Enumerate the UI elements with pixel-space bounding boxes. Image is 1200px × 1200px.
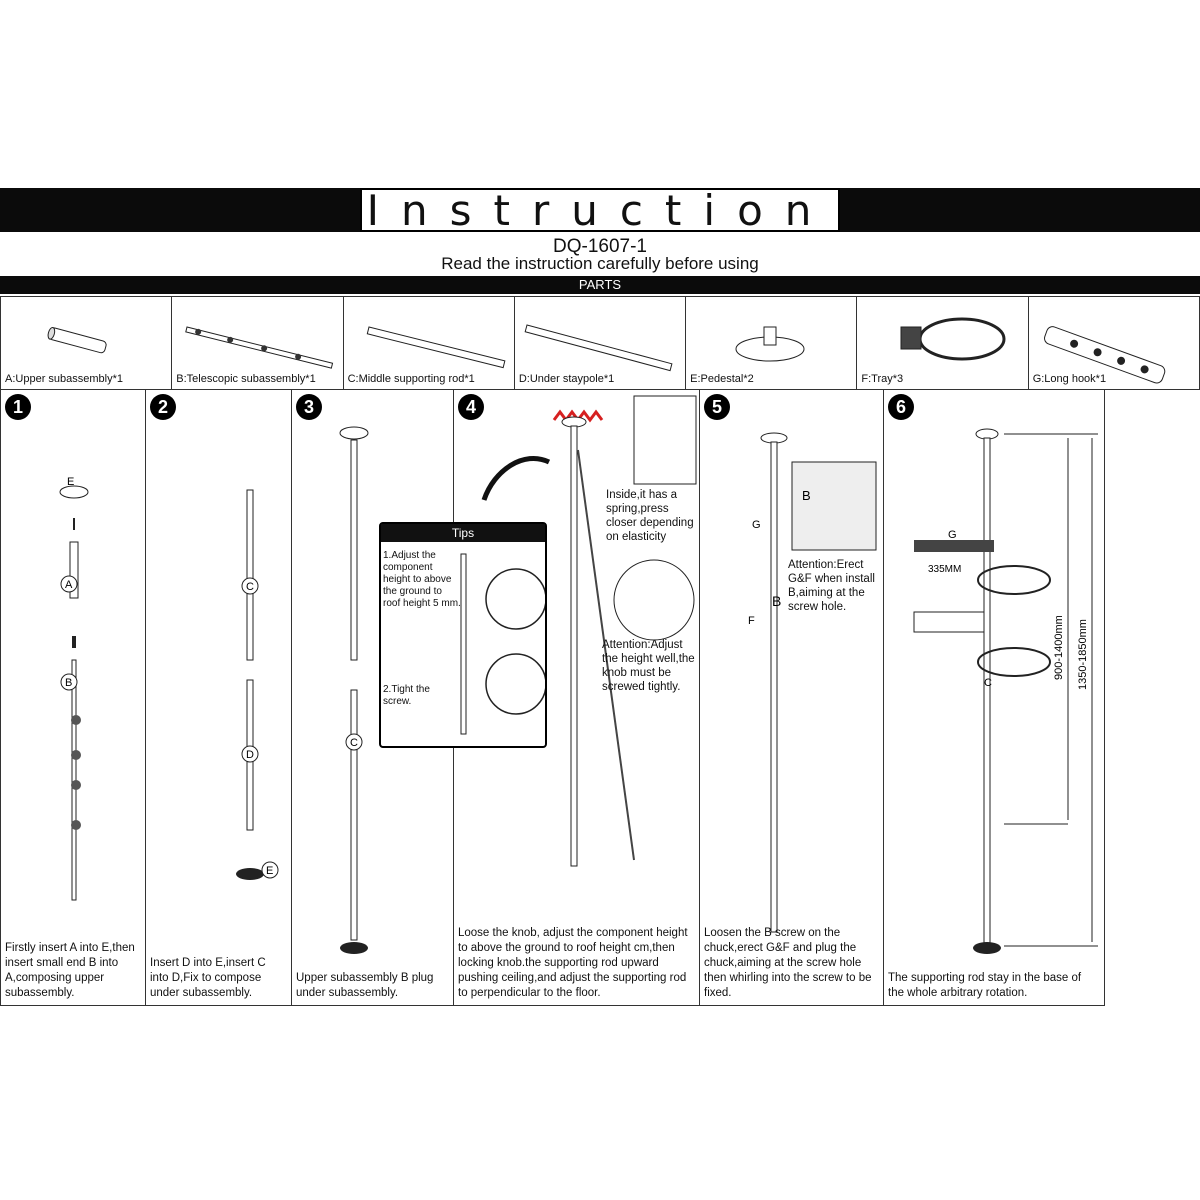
page-title: Instruction (360, 188, 840, 232)
part-label: F:Tray*3 (861, 373, 904, 385)
tip-1: 1.Adjust the component height to above t… (383, 550, 461, 609)
step-number: 5 (704, 394, 730, 420)
tips-heading: Tips (381, 524, 545, 542)
part-label: D:Under staypole*1 (518, 373, 615, 385)
step-4-diagram (481, 395, 697, 867)
step-number: 3 (296, 394, 322, 420)
dim-range-2: 1350-1850mm (1077, 619, 1089, 690)
step-1-diagram: E A B (59, 476, 89, 901)
tip-2: 2.Tight the screw. (383, 684, 430, 707)
step-number: 1 (5, 394, 31, 420)
step-text: Loose the knob, adjust the component hei… (458, 927, 688, 999)
part-g: G:Long hook*1 (1028, 296, 1200, 390)
middle-supporting-rod-icon (366, 326, 506, 369)
step-5-diagram: B G F B (748, 432, 877, 933)
parts-row: A:Upper subassembly*1 B:Telescopic subas… (0, 296, 1200, 390)
long-hook-icon (1043, 326, 1165, 384)
label-g: G (948, 529, 957, 541)
label-b: B (65, 677, 72, 689)
label-b: B (802, 488, 811, 503)
step-number: 2 (150, 394, 176, 420)
title-bar: Instruction (0, 188, 1200, 232)
step-5: 5 B G F B Attention:Erect G&F when insta… (700, 390, 884, 1006)
part-label: C:Middle supporting rod*1 (347, 373, 475, 385)
parts-heading: PARTS (0, 276, 1200, 294)
instruction-sheet: Instruction DQ-1607-1 Read the instructi… (0, 188, 1200, 1008)
step-3-diagram: C (339, 426, 369, 954)
label-d: D (246, 749, 254, 761)
step-2: 2 C D E Insert D into E,insert C into D,… (146, 390, 292, 1006)
step-1: 1 E A B Firstly insert A into E,then ins… (0, 390, 146, 1006)
step-text: Upper subassembly B plug under subassemb… (296, 972, 434, 999)
label-c: C (246, 581, 254, 593)
dim-range-1: 900-1400mm (1053, 615, 1065, 680)
label-e: E (67, 476, 74, 488)
step-4: 4 Inside,it has a spring,press closer de… (454, 390, 700, 1006)
tray-icon (900, 317, 1006, 361)
label-b: B (772, 593, 781, 609)
pedestal-icon (735, 326, 805, 362)
part-label: G:Long hook*1 (1032, 373, 1107, 385)
under-staypole-icon (524, 324, 673, 372)
steps-row: 1 E A B Firstly insert A into E,then ins… (0, 390, 1105, 1006)
step-text: The supporting rod stay in the base of t… (888, 972, 1082, 999)
step-3: 3 C Tips 1.Adjust the component height t… (292, 390, 547, 1006)
step-6-diagram: G C 335MM 900-1400mm 1350-1850mm (913, 428, 1098, 954)
tips-box: Tips 1.Adjust the component height to ab… (379, 522, 547, 748)
tips-diagram (460, 553, 545, 735)
part-label: E:Pedestal*2 (690, 373, 754, 385)
step-text: Loosen the B screw on the chuck,erect G&… (704, 927, 872, 999)
part-label: A:Upper subassembly*1 (5, 373, 124, 385)
label-f: F (748, 615, 755, 627)
part-b: B:Telescopic subassembly*1 (172, 296, 344, 390)
label-c: C (350, 737, 358, 749)
part-label: B:Telescopic subassembly*1 (176, 373, 316, 385)
label-a: A (65, 579, 73, 591)
model-number: DQ-1607-1 (553, 236, 647, 257)
part-e: E:Pedestal*2 (686, 296, 858, 390)
part-f: F:Tray*3 (857, 296, 1029, 390)
read-instruction-subtitle: Read the instruction carefully before us… (441, 254, 759, 273)
label-g: G (752, 519, 761, 531)
step-2-diagram: C D E (236, 489, 279, 880)
label-e: E (266, 865, 273, 877)
label-c: C (984, 677, 992, 689)
part-a: A:Upper subassembly*1 (0, 296, 173, 390)
part-d: D:Under staypole*1 (514, 296, 687, 390)
telescopic-subassembly-icon (185, 326, 334, 369)
upper-subassembly-icon (47, 326, 107, 354)
step-6: 6 G C 335MM 900-1400mm 1350-1850mm (884, 390, 1105, 1006)
step-number: 6 (888, 394, 914, 420)
step-5-attention-note: Attention:Erect G&F when install B,aimin… (788, 559, 875, 613)
step-text: Insert D into E,insert C into D,Fix to c… (150, 957, 266, 999)
dim-width-label: 335MM (928, 564, 961, 575)
step-4-attention-note: Attention:Adjust the height well,the kno… (602, 639, 695, 693)
step-4-inside-note: Inside,it has a spring,press closer depe… (606, 489, 694, 543)
step-text: Firstly insert A into E,then insert smal… (5, 942, 135, 999)
part-c: C:Middle supporting rod*1 (343, 296, 515, 390)
step-number: 4 (458, 394, 484, 420)
